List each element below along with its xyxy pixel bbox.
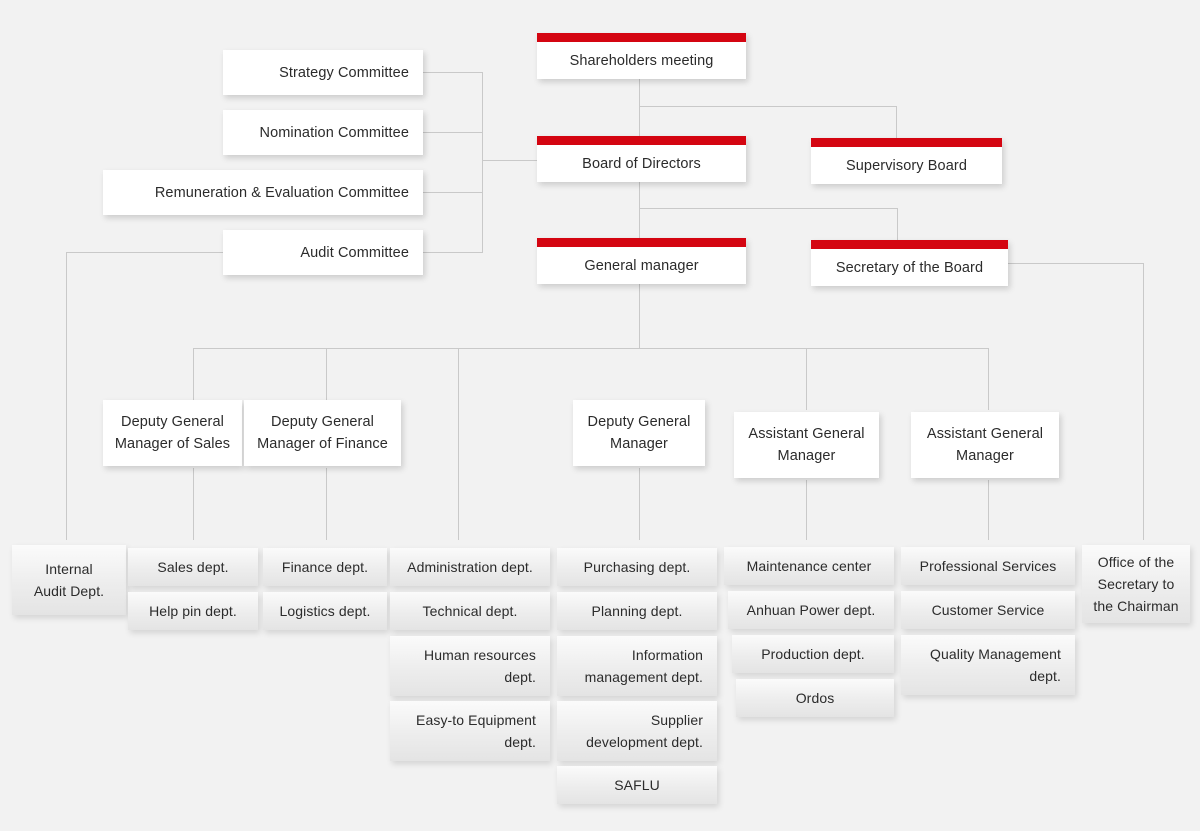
dept-production[interactable]: Production dept. [732, 635, 894, 673]
node-label: General manager [584, 257, 699, 274]
node-label: Deputy General Manager of Sales [114, 414, 231, 452]
connector-drop-mgr-5 [988, 348, 989, 410]
connector-trunk-to-supervisory-v [896, 106, 897, 140]
node-label: Planning dept. [591, 603, 683, 619]
node-general-manager[interactable]: General manager [537, 238, 746, 284]
dept-quality-management[interactable]: Quality Management dept. [901, 635, 1075, 695]
connector-drop-mgr-2 [326, 348, 327, 408]
connector-drop-mgr-1 [193, 348, 194, 408]
node-label: Customer Service [931, 602, 1045, 618]
connector-drop-dept-prof [988, 480, 989, 540]
connector-drop-dept-finance [326, 468, 327, 540]
connector-secretary-rail-h [1008, 263, 1144, 264]
connector-audit-rail-v [66, 252, 67, 540]
node-label: Information management dept. [584, 647, 703, 685]
node-label: Office of the Secretary to the Chairman [1093, 554, 1179, 614]
dept-saflu[interactable]: SAFLU [557, 766, 717, 804]
dept-technical[interactable]: Technical dept. [390, 592, 550, 630]
dept-anhuan-power[interactable]: Anhuan Power dept. [728, 591, 894, 629]
connector-committee-to-board [482, 160, 540, 161]
connector-committee-stub-3 [423, 192, 483, 193]
node-label: Technical dept. [422, 603, 518, 619]
node-label: Supervisory Board [846, 157, 967, 174]
dept-purchasing[interactable]: Purchasing dept. [557, 548, 717, 586]
node-label: Administration dept. [407, 559, 533, 575]
node-board-of-directors[interactable]: Board of Directors [537, 136, 746, 182]
dept-help-pin[interactable]: Help pin dept. [128, 592, 258, 630]
connector-trunk-to-secretary-v [897, 208, 898, 242]
node-deputy-gm[interactable]: Deputy General Manager [573, 400, 705, 466]
dept-supplier-development[interactable]: Supplier development dept. [557, 701, 717, 761]
node-assistant-gm-2[interactable]: Assistant General Manager [911, 412, 1059, 478]
node-label: Nomination Committee [259, 124, 409, 141]
node-label: Finance dept. [281, 559, 369, 575]
node-deputy-gm-sales[interactable]: Deputy General Manager of Sales [103, 400, 242, 466]
dept-administration[interactable]: Administration dept. [390, 548, 550, 586]
node-committee-strategy[interactable]: Strategy Committee [223, 50, 423, 95]
node-label: Internal Audit Dept. [33, 561, 105, 599]
node-committee-audit[interactable]: Audit Committee [223, 230, 423, 275]
dept-internal-audit[interactable]: Internal Audit Dept. [12, 545, 126, 615]
dept-easy-to-equipment[interactable]: Easy-to Equipment dept. [390, 701, 550, 761]
node-label: Board of Directors [582, 155, 701, 172]
node-label: Ordos [795, 690, 835, 706]
node-label: Help pin dept. [149, 603, 237, 619]
node-label: SAFLU [614, 777, 660, 793]
dept-ordos[interactable]: Ordos [736, 679, 894, 717]
node-label: Production dept. [761, 646, 865, 662]
node-label: Human resources dept. [424, 647, 536, 685]
node-label: Maintenance center [746, 558, 872, 574]
node-label: Professional Services [919, 558, 1057, 574]
connector-drop-dept-maintenance [806, 480, 807, 540]
node-label: Sales dept. [157, 559, 229, 575]
dept-maintenance-center[interactable]: Maintenance center [724, 547, 894, 585]
dept-information-management[interactable]: Information management dept. [557, 636, 717, 696]
dept-human-resources[interactable]: Human resources dept. [390, 636, 550, 696]
node-assistant-gm-1[interactable]: Assistant General Manager [734, 412, 879, 478]
node-label: Quality Management dept. [930, 646, 1061, 684]
node-label: Strategy Committee [279, 64, 409, 81]
connector-board-to-gm [639, 181, 640, 240]
connector-gm-trunk [639, 283, 640, 349]
connector-secretary-rail-v [1143, 263, 1144, 540]
dept-professional-services[interactable]: Professional Services [901, 547, 1075, 585]
node-label: Remuneration & Evaluation Committee [154, 184, 409, 201]
node-label: Assistant General Manager [926, 426, 1044, 464]
node-label: Assistant General Manager [748, 426, 865, 464]
dept-finance[interactable]: Finance dept. [263, 548, 387, 586]
node-secretary-of-the-board[interactable]: Secretary of the Board [811, 240, 1008, 286]
node-shareholders-meeting[interactable]: Shareholders meeting [537, 33, 746, 79]
node-label: Secretary of the Board [835, 259, 984, 276]
node-committee-remuneration-evaluation[interactable]: Remuneration & Evaluation Committee [103, 170, 423, 215]
connector-trunk-to-supervisory-h [639, 106, 896, 107]
connector-manager-bracket [193, 348, 989, 349]
connector-committee-stub-4 [423, 252, 483, 253]
dept-sales[interactable]: Sales dept. [128, 548, 258, 586]
connector-committee-stub-1 [423, 72, 483, 73]
node-label: Supplier development dept. [586, 712, 703, 750]
node-label: Shareholders meeting [569, 52, 714, 69]
connector-shareholders-to-board [639, 78, 640, 138]
dept-customer-service[interactable]: Customer Service [901, 591, 1075, 629]
node-label: Purchasing dept. [583, 559, 691, 575]
node-label: Audit Committee [300, 244, 409, 261]
node-label: Logistics dept. [279, 603, 371, 619]
dept-office-secretary-chairman[interactable]: Office of the Secretary to the Chairman [1082, 545, 1190, 623]
node-supervisory-board[interactable]: Supervisory Board [811, 138, 1002, 184]
node-label: Anhuan Power dept. [746, 602, 876, 618]
connector-trunk-to-secretary-h [639, 208, 898, 209]
dept-logistics[interactable]: Logistics dept. [263, 592, 387, 630]
node-committee-nomination[interactable]: Nomination Committee [223, 110, 423, 155]
dept-planning[interactable]: Planning dept. [557, 592, 717, 630]
connector-committee-stub-2 [423, 132, 483, 133]
connector-drop-dept-sales [193, 468, 194, 540]
connector-drop-dept-purchasing [639, 468, 640, 540]
node-deputy-gm-finance[interactable]: Deputy General Manager of Finance [244, 400, 401, 466]
node-label: Easy-to Equipment dept. [416, 712, 536, 750]
connector-drop-mgr-4 [806, 348, 807, 410]
connector-committee-spine [482, 72, 483, 253]
node-label: Deputy General Manager of Finance [257, 414, 388, 452]
node-label: Deputy General Manager [587, 414, 691, 452]
connector-drop-dept-admin [458, 348, 459, 540]
